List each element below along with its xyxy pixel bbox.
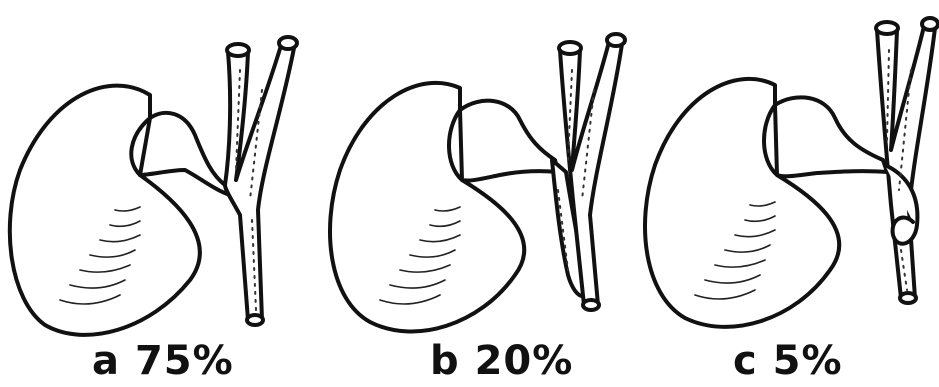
panel-b-illustration	[320, 0, 630, 387]
panel-c: c 5%	[635, 0, 939, 387]
caption-b-letter: b	[430, 338, 460, 384]
caption-b-percent: 20%	[475, 338, 574, 384]
duct-opening-left-c	[876, 22, 898, 34]
duct-opening-left-a	[227, 44, 249, 56]
caption-c: c 5%	[733, 338, 843, 384]
duct-opening-right-c	[922, 18, 938, 30]
duct-opening-bottom-b	[583, 300, 599, 310]
bile-duct-a	[225, 42, 294, 320]
duct-opening-right-a	[279, 37, 297, 49]
caption-a-percent: 75%	[135, 338, 234, 384]
panel-b: b 20%	[320, 0, 630, 387]
panel-c-illustration	[635, 0, 939, 387]
duct-opening-right-b	[607, 34, 625, 46]
caption-a-letter: a	[92, 338, 120, 384]
caption-c-percent: 5%	[773, 338, 843, 384]
caption-a: a 75%	[92, 338, 234, 384]
duct-opening-bottom-a	[247, 315, 263, 325]
bile-duct-c	[877, 22, 935, 298]
panel-a-illustration	[0, 0, 310, 387]
caption-c-letter: c	[733, 338, 758, 384]
gallbladder-neck-b	[460, 101, 558, 181]
duct-opening-left-b	[559, 42, 581, 54]
duct-opening-bottom-c	[900, 293, 916, 303]
panel-a: a 75%	[0, 0, 310, 387]
gallbladder-neck-c	[775, 97, 887, 176]
caption-b: b 20%	[430, 338, 573, 384]
